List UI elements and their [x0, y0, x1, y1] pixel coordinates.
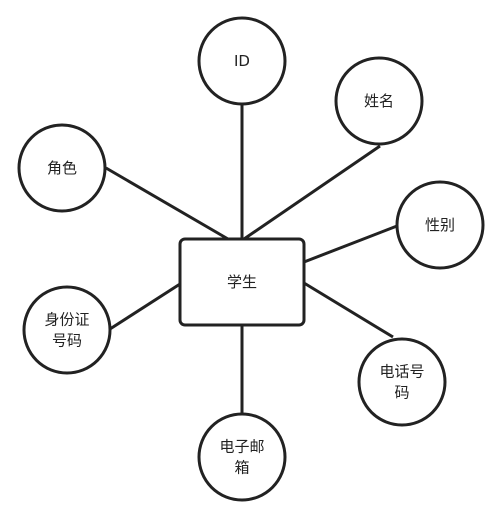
attribute-gender[interactable]: 性别: [395, 180, 485, 270]
attribute-label: 电子邮: [219, 438, 264, 456]
edge-role: [105, 166, 229, 241]
attribute-label: 号码: [52, 332, 82, 350]
attribute-id[interactable]: ID: [197, 16, 287, 106]
attribute-label: 性别: [425, 216, 455, 234]
entity-label: 学生: [227, 273, 257, 291]
attribute-label: 码: [394, 384, 409, 402]
attribute-name[interactable]: 姓名: [334, 56, 424, 146]
attribute-label: 姓名: [364, 92, 394, 110]
attribute-ellipse: [197, 412, 287, 502]
edge-phone-number: [303, 281, 394, 339]
attribute-ellipse: [334, 56, 424, 146]
attribute-ellipse: [395, 180, 485, 270]
attribute-label: 身份证: [44, 311, 89, 329]
attribute-label: 箱: [234, 459, 249, 477]
connector-lines: [105, 104, 398, 414]
edge-name: [243, 144, 381, 241]
attribute-label: ID: [234, 52, 250, 70]
entity-box: [178, 237, 306, 327]
attribute-label: 角色: [47, 159, 77, 177]
attribute-ellipse: [197, 16, 287, 106]
attribute-ellipse: [22, 285, 112, 375]
edge-id-card-number: [109, 282, 181, 331]
attribute-ellipse: [17, 123, 107, 213]
attribute-role[interactable]: 角色: [17, 123, 107, 213]
entity-student[interactable]: 学生: [178, 237, 306, 327]
edge-gender: [303, 224, 398, 264]
attribute-ellipse: [357, 337, 447, 427]
attribute-label: 电话号: [379, 363, 424, 381]
